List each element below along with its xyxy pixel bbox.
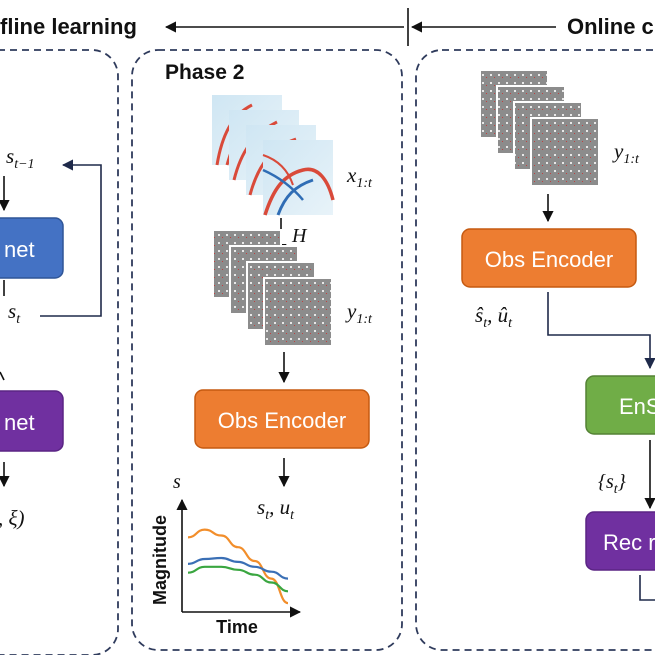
chart-title: s	[173, 471, 181, 493]
state-set-label: {st}	[598, 471, 626, 497]
chart-y-label: Magnitude	[150, 515, 170, 605]
s-u-output-label: st, ut	[257, 495, 295, 523]
chart-series-line-2	[187, 556, 289, 580]
arrow-stub	[0, 371, 5, 381]
s-prev-label: st−1	[6, 144, 35, 172]
offline-learning-header: fline learning	[0, 14, 137, 39]
observation-stack-online	[479, 69, 600, 187]
online-header: Online c	[567, 14, 654, 39]
rec-output-line	[639, 575, 655, 601]
ens-box	[585, 375, 655, 435]
obs-encoder-label-online: Obs Encoder	[485, 247, 613, 272]
chart-series-line-3	[187, 565, 289, 593]
operator-h-label: H	[291, 225, 308, 247]
y-label-online: y1:t	[612, 139, 640, 167]
chart-x-label: Time	[216, 617, 258, 637]
s-hat-u-hat-label: ŝt, ût	[475, 303, 513, 331]
wave-field-stack	[212, 95, 335, 216]
phase2-title: Phase 2	[165, 61, 244, 84]
xi-label: , ξ)	[0, 506, 25, 530]
dynamics-net-label: net	[4, 237, 35, 262]
feedback-loop-arrow	[40, 159, 102, 317]
rec-box	[585, 511, 655, 571]
ens-label: EnS	[619, 394, 655, 419]
phase1-panel	[0, 49, 119, 655]
obs-encoder-label-phase2: Obs Encoder	[218, 408, 346, 433]
obs-encoder-box-online	[461, 228, 637, 288]
magnitude-time-chart: s Magnitude Time	[150, 471, 302, 637]
y-label-phase2: y1:t	[345, 299, 373, 327]
phase2-panel	[131, 49, 403, 651]
second-net-box	[0, 390, 64, 452]
obs-encoder-box-phase2	[194, 389, 370, 449]
chart-series-line-1	[187, 528, 289, 605]
online-panel	[415, 49, 655, 651]
observation-stack-phase2	[212, 229, 333, 347]
x-label: x1:t	[346, 163, 373, 191]
second-net-label: net	[4, 410, 35, 435]
s-t-label: st	[8, 299, 21, 327]
arrow-encoder-to-ens	[547, 292, 655, 370]
dynamics-net-box	[0, 217, 64, 279]
rec-label: Rec r	[603, 530, 655, 555]
